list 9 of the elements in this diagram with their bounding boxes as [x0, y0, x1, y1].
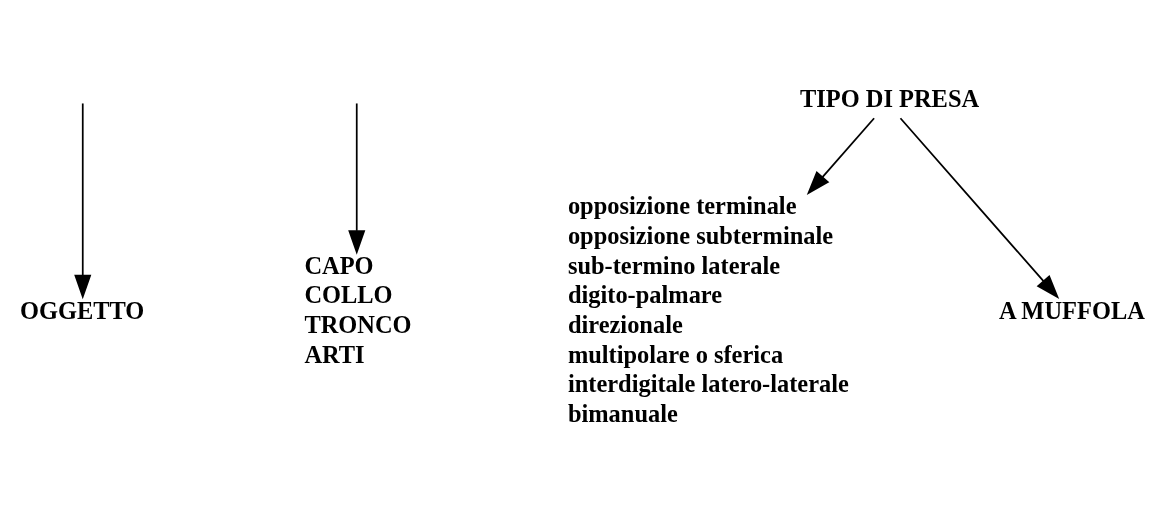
arrow	[899, 116, 1060, 299]
node-text: CAPO COLLO TRONCO ARTI	[304, 251, 412, 368]
node-text: TIPO DI PRESA	[800, 84, 980, 112]
arrow	[74, 102, 92, 299]
node-text: opposizione terminale opposizione subterminale sub-termino laterale digito-palmare direzionale multipolare o sferica interdigitale latero-laterale bimanuale	[567, 191, 849, 427]
arrow	[348, 102, 366, 255]
node-text: OGGETTO	[19, 296, 145, 324]
node-text: A MUFFOLA	[998, 296, 1145, 324]
arrow	[806, 116, 875, 195]
